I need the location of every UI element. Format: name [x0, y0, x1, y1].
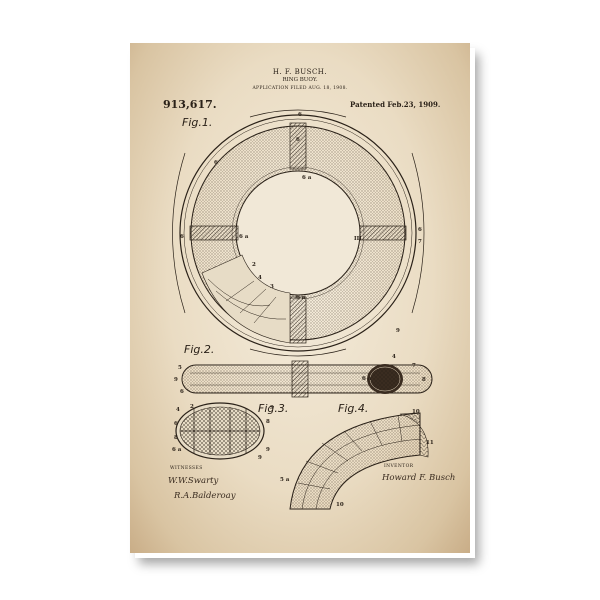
fig1-ring-buoy [172, 109, 425, 357]
ref-numeral: 4 [258, 275, 262, 281]
ref-numeral: 6 [418, 227, 422, 233]
ref-numeral: 8 [266, 419, 270, 425]
ref-numeral: 4 [176, 407, 180, 413]
witnesses-label: WITNESSES [170, 466, 203, 471]
ref-numeral: 8 [174, 435, 178, 441]
ref-numeral: 9 [266, 447, 270, 453]
witness-signature-1: W.W.Swarty [168, 476, 219, 486]
ref-numeral: 9 [396, 328, 400, 334]
ref-numeral: 6 [296, 137, 300, 143]
fig3-cross-section [175, 402, 265, 460]
ref-numeral: III [354, 236, 362, 242]
fig1-label: Fig.1. [182, 116, 213, 129]
ref-numeral: 2 [190, 404, 194, 410]
ref-numeral: 10 [412, 409, 420, 415]
ref-numeral: 5 a [280, 477, 290, 483]
ref-numeral: 6 [180, 389, 184, 395]
ref-numeral: 9 [174, 377, 178, 383]
ref-numeral: 7 [418, 239, 422, 245]
ref-numeral: 6 a [172, 447, 182, 453]
fig2-side-view [181, 360, 433, 398]
ref-numeral: 6 a [302, 175, 312, 181]
fig4-curved-section [289, 412, 429, 510]
ref-numeral: 11 [426, 440, 434, 446]
ref-numeral: 9 [270, 405, 274, 411]
ref-numeral: 6 a [362, 376, 372, 382]
patent-date: Patented Feb.23, 1909. [350, 100, 441, 109]
ref-numeral: 7 [412, 363, 416, 369]
inventor-signature: Howard F. Busch [382, 473, 456, 483]
inventor-name-header: H. F. BUSCH. [272, 68, 328, 76]
ref-numeral: 4 [392, 354, 396, 360]
ref-numeral: 3 [270, 284, 274, 290]
fig4-label: Fig.4. [338, 402, 369, 415]
ref-numeral: 6 [298, 112, 302, 118]
application-filed-line: APPLICATION FILED AUG. 18, 1908. [252, 86, 348, 91]
ref-numeral: 10 [336, 502, 344, 508]
ref-numeral: 6 [214, 160, 218, 166]
inventor-label: INVENTOR [384, 464, 414, 469]
patent-drawing [172, 109, 433, 510]
patent-number: 913,617. [163, 98, 217, 111]
ref-numeral: 8 [422, 377, 426, 383]
ref-numeral: 6 [180, 234, 184, 240]
witness-signature-2: R.A.Balderoay [174, 491, 236, 501]
invention-title: RING BUOY. [282, 77, 318, 83]
fig2-label: Fig.2. [184, 343, 215, 356]
patent-print-canvas: H. F. BUSCH. RING BUOY. APPLICATION FILE… [130, 43, 470, 553]
fig3-label: Fig.3. [258, 402, 289, 415]
ref-numeral: 2 [252, 262, 256, 268]
ref-numeral: 9 [258, 455, 262, 461]
ref-numeral: 5 [178, 365, 182, 371]
ref-numeral: 6 [174, 421, 178, 427]
ref-numeral: 6 a [239, 234, 249, 240]
ref-numeral: 6 a [296, 295, 306, 301]
